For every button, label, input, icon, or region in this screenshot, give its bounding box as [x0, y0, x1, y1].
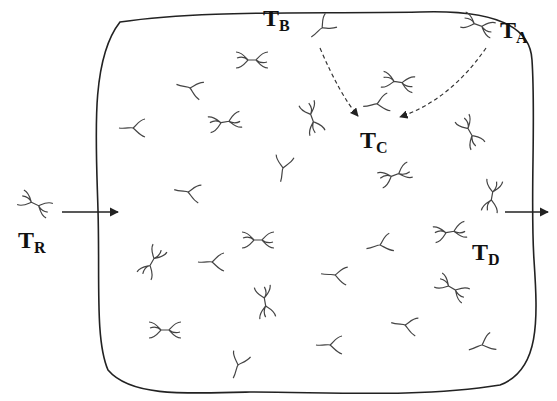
term-label: TA: [500, 14, 528, 54]
term-label: TB: [263, 2, 290, 42]
term-label: TR: [18, 224, 46, 264]
molecules: [17, 12, 503, 381]
reaction-arrow: [400, 48, 486, 117]
term-label: TD: [472, 236, 500, 276]
inflow-arrow: [62, 211, 118, 212]
term-label: TC: [360, 124, 388, 164]
outflow-arrow: [505, 211, 548, 212]
system-boundary: [96, 12, 536, 394]
reaction-arrow: [320, 48, 358, 116]
